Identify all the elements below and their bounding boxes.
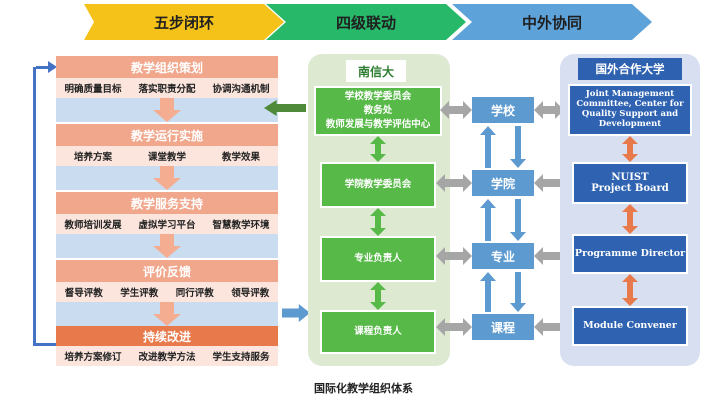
green-double-arrow bbox=[370, 208, 386, 236]
arrow-to-course bbox=[282, 304, 310, 322]
stage-item: 协调沟通机制 bbox=[212, 84, 270, 95]
figure-caption: 国际化教学组织体系 bbox=[314, 382, 413, 395]
stage-item: 教学效果 bbox=[221, 152, 260, 163]
banner-middle-label: 四级联动 bbox=[335, 13, 396, 32]
gray-double-arrow bbox=[436, 174, 472, 192]
stage-item: 培养方案 bbox=[73, 152, 112, 163]
stage-item: 落实职责分配 bbox=[138, 84, 196, 95]
level-updown-arrows bbox=[480, 199, 526, 241]
stage-item: 学生支持服务 bbox=[212, 352, 270, 363]
green-double-arrow bbox=[370, 282, 386, 310]
level-programme: 专业 bbox=[472, 243, 534, 269]
nuist-title-text: 南信大 bbox=[357, 64, 394, 79]
green-double-arrow bbox=[370, 136, 386, 162]
banner-four-level-linkage: 四级联动 bbox=[266, 4, 466, 40]
partner-module-convener-box: Module Convener bbox=[572, 306, 688, 346]
gray-double-arrow bbox=[436, 247, 472, 265]
gray-double-arrow bbox=[534, 174, 574, 192]
stage-1-items: 明确质量目标 落实职责分配 协调沟通机制 bbox=[56, 78, 278, 98]
stage-item: 教师培训发展 bbox=[64, 220, 122, 231]
stage-item: 领导评教 bbox=[231, 288, 270, 299]
stage-title-text: 持续改进 bbox=[142, 329, 191, 344]
stage-item: 学生评教 bbox=[120, 288, 159, 299]
gray-double-arrow bbox=[534, 101, 564, 119]
stage-arrow-down bbox=[153, 98, 181, 122]
partner-title-text: 国外合作大学 bbox=[595, 62, 665, 76]
level-course: 课程 bbox=[472, 314, 534, 340]
stage-item: 改进教学方法 bbox=[138, 352, 196, 363]
box-line: 教师发展与教学评估中心 bbox=[325, 119, 431, 131]
stage-item: 明确质量目标 bbox=[64, 84, 122, 95]
stage-3-items: 教师培训发展 虚拟学习平台 智慧教学环境 bbox=[56, 214, 278, 234]
box-line: Committee, Center for bbox=[576, 99, 684, 110]
box-line: 学校教学委员会 bbox=[344, 90, 412, 102]
nuist-college-box: 学院教学委员会 bbox=[320, 162, 436, 208]
box-line: Quality Support and bbox=[581, 109, 679, 119]
banner-left-label: 五步闭环 bbox=[153, 13, 214, 32]
level-updown-arrows bbox=[480, 272, 526, 312]
gray-double-arrow bbox=[440, 101, 472, 119]
stage-2-items: 培养方案 课堂教学 教学效果 bbox=[56, 146, 278, 166]
level-updown-arrows bbox=[480, 126, 526, 168]
stage-2-title: 教学运行实施 bbox=[56, 124, 278, 146]
box-line: Module Convener bbox=[583, 319, 677, 331]
orange-double-arrow bbox=[622, 274, 638, 306]
orange-double-arrow bbox=[622, 136, 638, 162]
partner-title: 国外合作大学 bbox=[578, 58, 682, 80]
level-label: 课程 bbox=[490, 320, 515, 335]
box-line: 学院教学委员会 bbox=[344, 178, 412, 190]
stage-5-title: 持续改进 bbox=[56, 326, 278, 346]
stage-title-text: 教学组织策划 bbox=[130, 60, 203, 75]
stage-title-text: 教学服务支持 bbox=[130, 196, 203, 211]
loop-line-top bbox=[36, 66, 52, 69]
nuist-programme-box: 专业负责人 bbox=[320, 236, 436, 282]
stage-item: 智慧教学环境 bbox=[212, 220, 270, 231]
stage-3-title: 教学服务支持 bbox=[56, 192, 278, 214]
arrow-to-stages bbox=[264, 100, 306, 116]
nuist-course-box: 课程负责人 bbox=[320, 310, 436, 354]
banner-right-label: 中外协同 bbox=[521, 13, 582, 32]
loop-line-vertical bbox=[33, 67, 36, 344]
level-university: 学校 bbox=[472, 97, 534, 123]
stage-arrow-down bbox=[153, 166, 181, 190]
stage-4-items: 督导评教 学生评教 同行评教 领导评教 bbox=[56, 282, 278, 302]
stage-item: 课堂教学 bbox=[147, 152, 186, 163]
box-line: Project Board bbox=[591, 183, 669, 194]
stage-item: 培养方案修订 bbox=[64, 352, 122, 363]
banner-five-step-loop: 五步闭环 bbox=[84, 4, 284, 40]
level-label: 学院 bbox=[490, 176, 515, 191]
gray-double-arrow bbox=[436, 318, 472, 336]
box-line: 专业负责人 bbox=[354, 252, 402, 264]
box-line: Programme Director bbox=[574, 247, 686, 259]
orange-double-arrow bbox=[622, 204, 638, 234]
stage-arrow-down bbox=[153, 302, 181, 326]
stage-5-items: 培养方案修订 改进教学方法 学生支持服务 bbox=[56, 346, 278, 366]
box-line: NUIST bbox=[611, 171, 649, 183]
stage-title-text: 教学运行实施 bbox=[130, 128, 203, 143]
loop-arrowhead bbox=[48, 61, 57, 73]
box-line: 课程负责人 bbox=[354, 325, 402, 337]
stage-item: 虚拟学习平台 bbox=[138, 220, 196, 231]
box-line: 教务处 bbox=[363, 104, 393, 116]
box-line: Joint Management bbox=[585, 89, 675, 100]
stage-1-title: 教学组织策划 bbox=[56, 56, 278, 78]
partner-committee-box: Joint Management Committee, Center for Q… bbox=[568, 84, 692, 136]
stage-item: 同行评教 bbox=[175, 288, 214, 299]
gray-double-arrow bbox=[534, 318, 574, 336]
banner-sino-foreign-cooperation: 中外协同 bbox=[452, 4, 652, 40]
nuist-university-box: 学校教学委员会 教务处 教师发展与教学评估中心 bbox=[314, 86, 442, 136]
partner-project-board-box: NUIST Project Board bbox=[572, 162, 688, 204]
stage-item: 督导评教 bbox=[64, 288, 103, 299]
level-label: 学校 bbox=[490, 103, 515, 118]
stage-4-title: 评价反馈 bbox=[56, 260, 278, 282]
level-college: 学院 bbox=[472, 170, 534, 196]
nuist-title: 南信大 bbox=[346, 60, 406, 82]
box-line: Development bbox=[598, 118, 662, 129]
gray-double-arrow bbox=[534, 247, 574, 265]
loop-line-bottom bbox=[33, 343, 56, 346]
stage-title-text: 评价反馈 bbox=[142, 264, 191, 279]
partner-programme-director-box: Programme Director bbox=[572, 234, 688, 274]
level-label: 专业 bbox=[490, 249, 515, 264]
stage-arrow-down bbox=[153, 234, 181, 258]
